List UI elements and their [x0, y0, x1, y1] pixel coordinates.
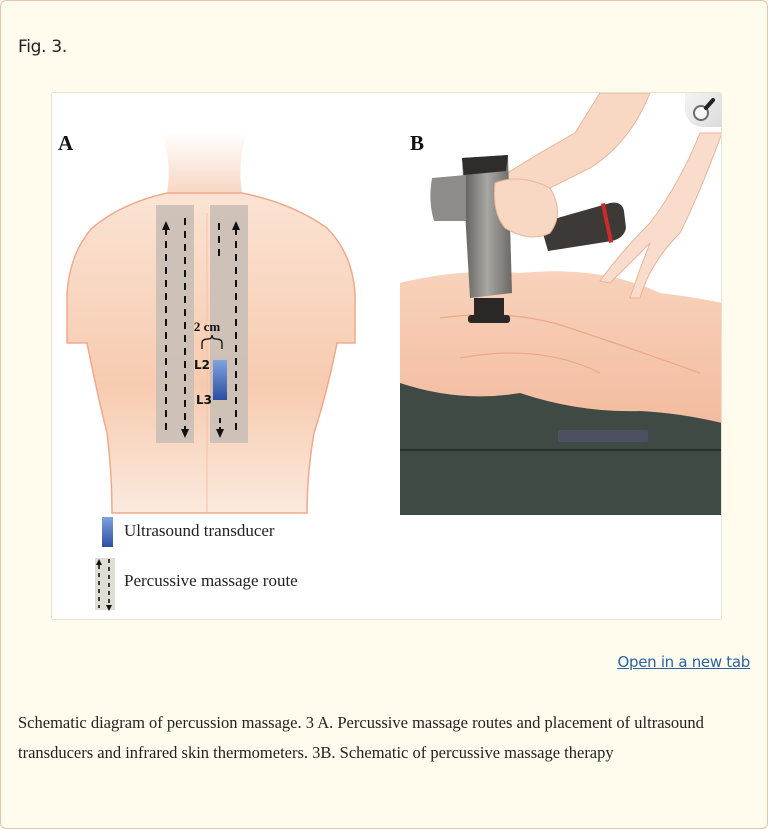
- panel-a-letter: A: [58, 131, 74, 155]
- panel-b-illustration: [400, 93, 721, 515]
- magnifier-icon: [693, 98, 715, 121]
- figure-caption: Schematic diagram of percussion massage.…: [18, 713, 704, 762]
- legend-route-label: Percussive massage route: [124, 571, 298, 590]
- panel-b-letter: B: [410, 131, 425, 155]
- l3-label: L3: [196, 393, 212, 407]
- legend-ultrasound-label: Ultrasound transducer: [124, 521, 275, 540]
- open-in-new-tab-link[interactable]: Open in a new tab: [617, 653, 750, 671]
- transducer-legend-icon: [102, 517, 113, 547]
- panel-a-illustration: 2 cm L2 L3: [66, 133, 356, 611]
- figure-image[interactable]: 2 cm L2 L3 A Ultrasound transducer Percu…: [51, 92, 722, 620]
- l2-label: L2: [194, 358, 210, 372]
- distance-label: 2 cm: [194, 319, 221, 334]
- transducer-marker: [213, 360, 227, 400]
- zoom-button[interactable]: [685, 93, 721, 127]
- figure-label: Fig. 3.: [18, 37, 67, 57]
